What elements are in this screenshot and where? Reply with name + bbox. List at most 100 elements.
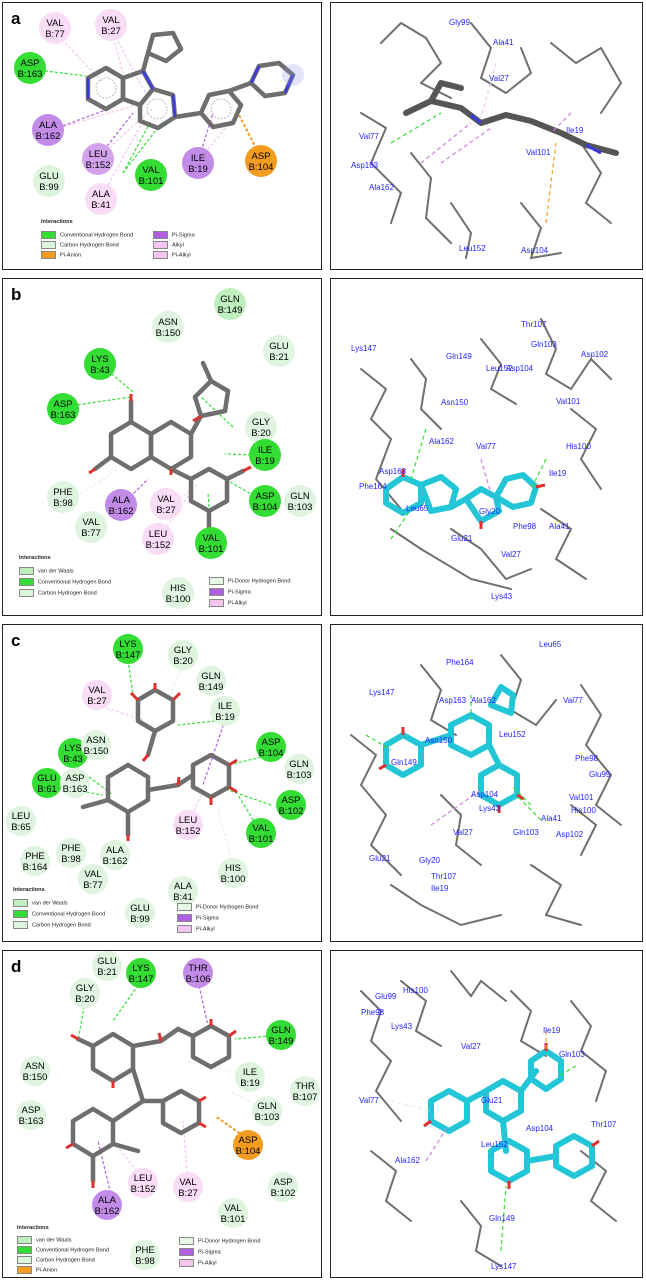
label-3d: Asn150 [425, 736, 453, 745]
svg-text:GLU: GLU [269, 341, 289, 352]
residue-asp104: ASPB:104 [245, 145, 277, 177]
svg-text:ILE: ILE [258, 445, 272, 456]
label-3d: Leu65 [539, 640, 562, 649]
svg-text:B:27: B:27 [178, 1188, 198, 1199]
label-3d: Phe164 [359, 482, 387, 491]
residue-leu152: LEUB:152 [142, 523, 174, 555]
svg-text:GLY: GLY [174, 645, 193, 656]
svg-text:B:101: B:101 [249, 834, 274, 845]
label-3d: Ala162 [395, 1156, 420, 1165]
svg-text:ASP: ASP [65, 773, 84, 784]
label-3d: Gln103 [531, 340, 557, 349]
label-3d: Leu152 [459, 244, 486, 253]
svg-text:B:100: B:100 [221, 874, 246, 885]
svg-text:GLN: GLN [271, 1025, 291, 1036]
label-3d: Gln103 [559, 1050, 585, 1059]
svg-text:GLN: GLN [289, 759, 309, 770]
svg-text:B:102: B:102 [271, 1188, 296, 1199]
protein-3d-view: Gly99 Ala41 Val27 Val77 Asp163 Ala162 Il… [331, 3, 644, 271]
svg-text:B:43: B:43 [90, 365, 110, 376]
svg-text:B:150: B:150 [23, 1072, 48, 1083]
residue-glu99: GLUB:99 [33, 165, 65, 197]
label-3d: Phe98 [361, 1008, 385, 1017]
panel-a-2d: a [2, 2, 322, 270]
svg-text:B:99: B:99 [39, 182, 59, 193]
svg-text:ALA: ALA [112, 495, 131, 506]
svg-text:GLU: GLU [37, 773, 57, 784]
legend-item: Pi-Sigma [179, 1248, 221, 1256]
label-3d: Val101 [526, 148, 551, 157]
residue-leu152: LEUB:152 [173, 810, 203, 840]
label-3d: Val27 [489, 74, 509, 83]
svg-text:B:106: B:106 [186, 974, 211, 985]
svg-text:ALA: ALA [106, 845, 125, 856]
svg-text:B:162: B:162 [95, 1206, 120, 1217]
svg-text:VAL: VAL [46, 18, 63, 29]
legend: Interactions Conventional Hydrogen Bond … [41, 219, 281, 267]
legend-item: Pi-Alkyl [177, 925, 215, 933]
svg-text:B:101: B:101 [199, 544, 224, 555]
svg-text:B:19: B:19 [188, 164, 208, 175]
svg-text:B:152: B:152 [146, 540, 171, 551]
label-3d: Asp163 [379, 467, 407, 476]
label-3d: Leu152 [481, 1140, 508, 1149]
svg-text:ASP: ASP [238, 1135, 257, 1146]
svg-text:B:163: B:163 [18, 69, 43, 80]
residue-lys147: LYSB:147 [113, 634, 143, 664]
residue-val101: VALB:101 [218, 1198, 248, 1228]
svg-text:B:163: B:163 [51, 410, 76, 421]
label-3d: Leu65 [406, 504, 429, 513]
legend-item: Conventional Hydrogen Bond [17, 1246, 109, 1254]
residue-leu152: LEUB:152 [82, 143, 114, 175]
residue-phe98: PHEB:98 [56, 838, 86, 868]
label-3d: Asp104 [526, 1124, 554, 1133]
label-3d: Val101 [569, 793, 594, 802]
legend-title: Interactions [13, 887, 313, 893]
svg-text:ASP: ASP [21, 1105, 40, 1116]
protein-3d-view: Thr107 Lys147 Gln149 Leu152 Asp104 Gln10… [331, 279, 644, 617]
svg-text:B:20: B:20 [173, 656, 193, 667]
svg-text:B:163: B:163 [63, 784, 88, 795]
residue-val27: VALB:27 [95, 9, 127, 41]
svg-text:B:104: B:104 [259, 748, 284, 759]
legend-item: Pi-Donor Hydrogen Bond [209, 577, 291, 585]
label-3d: Ile19 [566, 126, 584, 135]
label-3d: Gln103 [513, 828, 539, 837]
panel-a-3d: Gly99 Ala41 Val27 Val77 Asp163 Ala162 Il… [330, 2, 643, 270]
residue-thr106: THRB:106 [183, 958, 213, 988]
svg-text:ILE: ILE [243, 1067, 257, 1078]
svg-text:THR: THR [188, 963, 208, 974]
svg-text:GLY: GLY [76, 983, 95, 994]
svg-text:B:104: B:104 [249, 162, 274, 173]
svg-text:B:162: B:162 [36, 131, 61, 142]
svg-text:ASN: ASN [158, 317, 178, 328]
svg-text:LYS: LYS [91, 354, 108, 365]
svg-text:ASP: ASP [251, 151, 270, 162]
svg-text:ALA: ALA [39, 120, 58, 131]
residue-asp104: ASPB:104 [233, 1130, 263, 1160]
label-3d: Val77 [359, 132, 379, 141]
residue-val77: VALB:77 [39, 12, 71, 44]
svg-text:VAL: VAL [252, 823, 269, 834]
svg-text:B:98: B:98 [53, 498, 73, 509]
svg-text:B:149: B:149 [218, 305, 243, 316]
svg-text:GLN: GLN [201, 671, 221, 682]
legend-item: Conventional Hydrogen Bond [13, 910, 105, 918]
label-3d: Val77 [359, 1096, 379, 1105]
svg-text:B:152: B:152 [131, 1184, 156, 1195]
svg-text:B:149: B:149 [269, 1036, 294, 1047]
label-3d: Ala162 [429, 437, 454, 446]
label-3d: Phe98 [513, 522, 537, 531]
panel-d-3d: Glu99 His100 Phe98 Lys43 Val27 Ile19 Gln… [330, 950, 643, 1278]
label-3d: Ile19 [549, 469, 567, 478]
label-3d: Thr107 [431, 872, 457, 881]
svg-text:GLN: GLN [290, 491, 310, 502]
svg-text:GLN: GLN [257, 1101, 277, 1112]
